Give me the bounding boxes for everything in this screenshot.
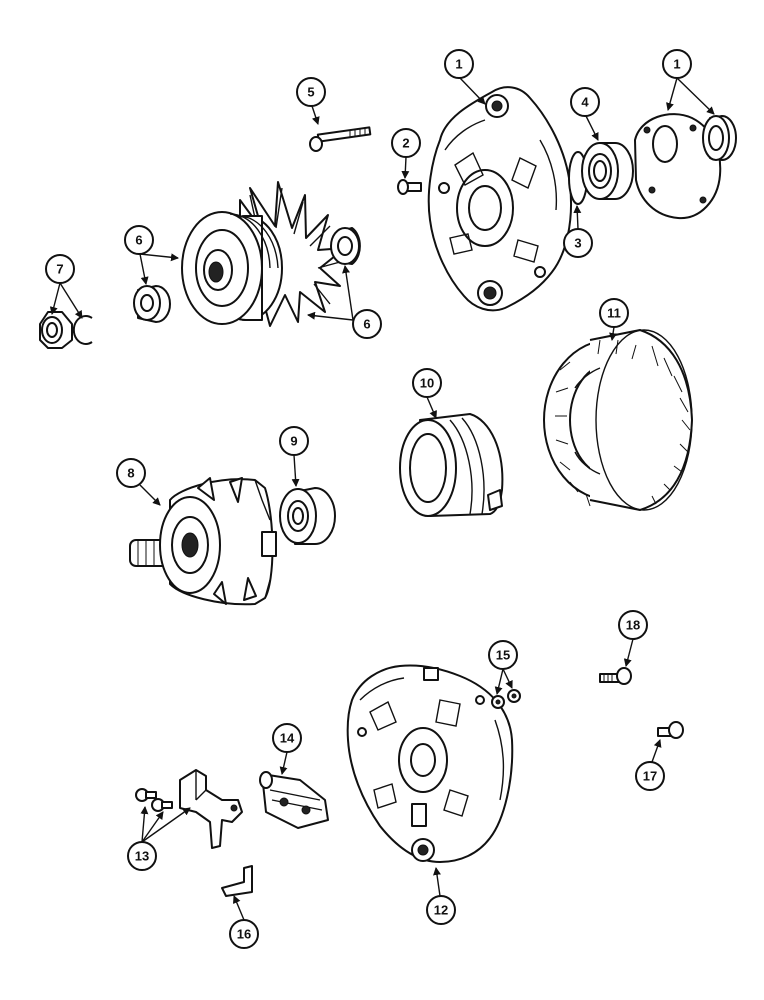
part-1-retainer-plate xyxy=(634,113,722,220)
part-6-spacer xyxy=(133,285,171,323)
part-13-screw-b xyxy=(151,798,173,812)
svg-text:14: 14 xyxy=(280,731,295,746)
svg-text:12: 12 xyxy=(434,903,448,918)
part-4-bearing xyxy=(581,142,634,200)
svg-text:8: 8 xyxy=(127,466,134,481)
callout-10: 10 xyxy=(412,368,442,398)
part-1-seal xyxy=(702,115,737,161)
svg-text:18: 18 xyxy=(626,618,640,633)
svg-text:10: 10 xyxy=(420,376,434,391)
svg-text:4: 4 xyxy=(581,95,589,110)
part-5-through-bolt xyxy=(309,126,372,152)
part-7-washer xyxy=(72,315,93,345)
callout-8: 8 xyxy=(116,458,146,488)
svg-text:5: 5 xyxy=(307,85,314,100)
callout-7: 7 xyxy=(45,254,75,284)
svg-text:11: 11 xyxy=(607,306,621,321)
svg-text:6: 6 xyxy=(363,317,370,332)
callout-9: 9 xyxy=(279,426,309,456)
part-1-drive-end-housing xyxy=(427,86,573,312)
svg-text:1: 1 xyxy=(455,57,462,72)
part-10-sleeve xyxy=(399,413,504,517)
svg-text:16: 16 xyxy=(237,927,251,942)
callout-14: 14 xyxy=(272,723,302,753)
part-7-nut xyxy=(39,311,73,349)
callout-17: 17 xyxy=(635,761,665,791)
callout-2: 2 xyxy=(391,128,421,158)
svg-text:3: 3 xyxy=(574,236,581,251)
callout-1-housing: 1 xyxy=(444,49,474,79)
callout-15: 15 xyxy=(488,640,518,670)
part-13-regulator xyxy=(179,769,243,849)
svg-text:9: 9 xyxy=(290,434,297,449)
part-18-bolt xyxy=(599,667,632,685)
callout-16: 16 xyxy=(229,919,259,949)
part-15-nuts xyxy=(491,689,521,709)
part-14-brush-holder xyxy=(259,771,329,829)
callout-5: 5 xyxy=(296,77,326,107)
part-13-screw-a xyxy=(135,788,157,802)
svg-text:15: 15 xyxy=(496,648,510,663)
part-16-bracket xyxy=(221,865,253,897)
part-11-stator xyxy=(543,329,693,511)
callout-11: 11 xyxy=(599,298,629,328)
callout-18: 18 xyxy=(618,610,648,640)
part-8-rotor xyxy=(129,477,277,606)
part-9-bearing xyxy=(279,487,336,545)
part-12-rear-housing xyxy=(346,664,514,863)
callout-4: 4 xyxy=(570,87,600,117)
callout-6-fan: 6 xyxy=(352,309,382,339)
leader-lines xyxy=(49,77,715,921)
svg-text:7: 7 xyxy=(56,262,63,277)
part-17-screw xyxy=(657,721,684,739)
svg-text:2: 2 xyxy=(402,136,409,151)
svg-text:17: 17 xyxy=(643,769,657,784)
svg-text:13: 13 xyxy=(135,849,149,864)
part-6-pulley xyxy=(181,211,283,325)
part-2-screw xyxy=(397,179,422,195)
part-6-collar xyxy=(330,227,361,265)
callout-13: 13 xyxy=(127,841,157,871)
callout-3: 3 xyxy=(563,228,593,258)
svg-text:6: 6 xyxy=(135,233,142,248)
svg-text:1: 1 xyxy=(673,57,680,72)
callout-12: 12 xyxy=(426,895,456,925)
callout-6-pulley: 6 xyxy=(124,225,154,255)
callout-1-plate: 1 xyxy=(662,49,692,79)
